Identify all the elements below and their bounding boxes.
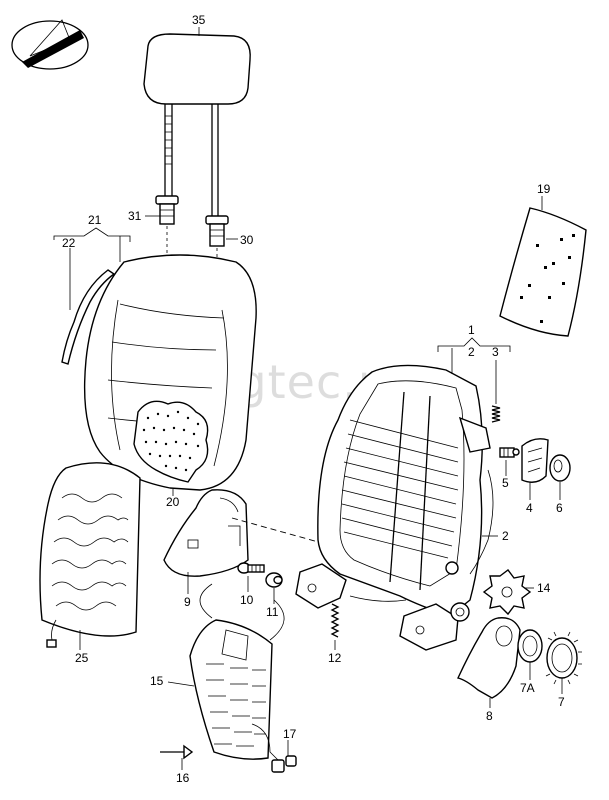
label-part-9: 9	[184, 595, 191, 609]
label-part-22: 22	[62, 236, 76, 250]
spring-part	[330, 603, 340, 638]
label-part-10: 10	[240, 593, 254, 607]
label-part-15: 15	[150, 674, 164, 688]
backrest-frame-part	[295, 364, 494, 651]
connector-part	[271, 755, 297, 773]
ring-part	[517, 629, 543, 663]
lever-pin-part	[499, 447, 520, 458]
lumbar-support-part	[189, 583, 285, 761]
adjuster-wheel-part	[482, 569, 532, 616]
label-part-5: 5	[502, 476, 509, 490]
leader-lines	[53, 27, 563, 770]
bolt-part	[237, 562, 265, 574]
label-part-2: 2	[502, 529, 509, 543]
label-part-35: 35	[192, 13, 206, 27]
part-labels: 35 31 30 21 22 20 25 9 10 11 12 15 16 17…	[62, 13, 565, 785]
label-part-21: 21	[88, 213, 102, 227]
label-part-11: 11	[266, 605, 279, 619]
side-trim-part	[61, 269, 116, 365]
foam-insert-part	[133, 400, 209, 483]
label-part-19: 19	[537, 182, 551, 196]
hinge-cover-part	[457, 617, 521, 699]
label-part-8: 8	[486, 709, 493, 723]
backrest-cover-part	[83, 254, 257, 491]
label-part-17: 17	[283, 727, 297, 741]
label-part-12: 12	[328, 651, 342, 665]
rivet-part	[160, 744, 194, 760]
label-part-1: 1	[468, 323, 475, 337]
label-part-7: 7	[558, 695, 565, 709]
gear-wheel-part	[545, 631, 582, 685]
label-part-30: 30	[240, 233, 254, 247]
label-part-16: 16	[176, 771, 190, 785]
release-handle-part	[521, 438, 549, 483]
headrest-guide-left	[155, 195, 179, 262]
label-part-4: 4	[526, 501, 533, 515]
headrest-guide-right	[205, 215, 229, 278]
rear-panel-part	[499, 207, 587, 337]
knob-part	[549, 454, 571, 482]
label-part-20: 20	[166, 495, 180, 509]
label-part-25: 25	[75, 651, 89, 665]
pencil-logo-icon	[11, 19, 89, 70]
small-spring-part	[491, 405, 501, 423]
heating-mat-part	[39, 462, 141, 648]
label-part-31: 31	[128, 209, 142, 223]
label-part-2-top: 2	[468, 345, 475, 359]
headrest-part	[143, 33, 251, 216]
label-part-6: 6	[556, 501, 563, 515]
label-part-7a: 7A	[520, 681, 535, 695]
side-cover-part	[163, 489, 249, 577]
label-part-14: 14	[537, 581, 551, 595]
bush-part	[265, 572, 283, 588]
label-part-3: 3	[492, 345, 499, 359]
